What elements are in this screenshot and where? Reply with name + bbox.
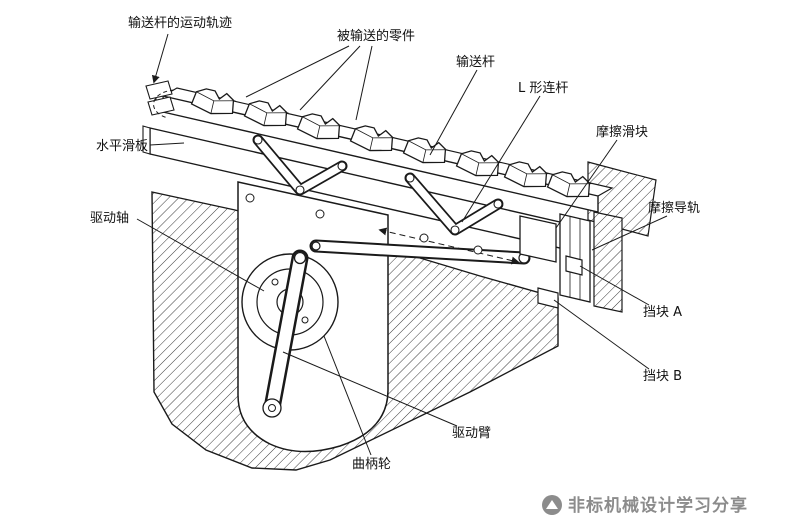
leader-drive-shaft: [136, 218, 265, 292]
drive-arm: [262, 249, 309, 418]
l-shaped-links: [252, 134, 504, 236]
watermark-logo-icon: [542, 495, 562, 515]
leader-crank-wheel: [323, 335, 372, 456]
friction-slider: [519, 215, 557, 263]
label-stop-b: 挡块 B: [643, 369, 682, 384]
labels: 输送杆的运动轨迹 被输送的零件 输送杆 L 形连杆 摩擦滑块 摩擦导轨 挡块 A…: [90, 15, 700, 472]
label-l-link: L 形连杆: [518, 80, 568, 96]
label-drive-shaft: 驱动轴: [90, 211, 129, 226]
bar-left-end: [145, 80, 175, 116]
right-wall-section: [587, 161, 657, 313]
leader-parts-1: [245, 45, 350, 98]
stop-block-b: [537, 287, 559, 309]
label-stop-a: 挡块 A: [643, 305, 682, 320]
label-crank-wheel: 曲柄轮: [352, 457, 391, 472]
leader-friction-rail: [591, 215, 668, 251]
label-trajectory: 输送杆的运动轨迹: [128, 15, 232, 31]
label-horizontal-plate: 水平滑板: [96, 139, 148, 154]
watermark: 非标机械设计学习分享: [542, 495, 748, 516]
stop-block-a: [565, 255, 583, 276]
leader-parts-2: [299, 45, 361, 111]
leader-stop-b: [553, 299, 650, 370]
leader-transfer-bar: [429, 69, 478, 156]
label-drive-arm: 驱动臂: [452, 426, 491, 441]
leader-horizontal-plate: [149, 142, 185, 146]
label-friction-slider: 摩擦滑块: [596, 124, 648, 140]
leader-l-link: [461, 95, 541, 223]
label-parts: 被输送的零件: [337, 28, 415, 44]
label-friction-rail: 摩擦导轨: [648, 200, 700, 216]
leader-friction-slider: [555, 139, 618, 229]
leader-trajectory: [151, 33, 169, 84]
motion-dashed-line: [378, 227, 520, 265]
trajectory-dashed-loop: [153, 89, 175, 119]
leader-parts-3: [355, 45, 373, 121]
watermark-text: 非标机械设计学习分享: [568, 495, 748, 516]
label-transfer-bar: 输送杆: [456, 54, 495, 70]
leader-drive-arm: [282, 351, 458, 427]
leader-lines: [136, 33, 668, 456]
leader-stop-a: [579, 265, 650, 306]
